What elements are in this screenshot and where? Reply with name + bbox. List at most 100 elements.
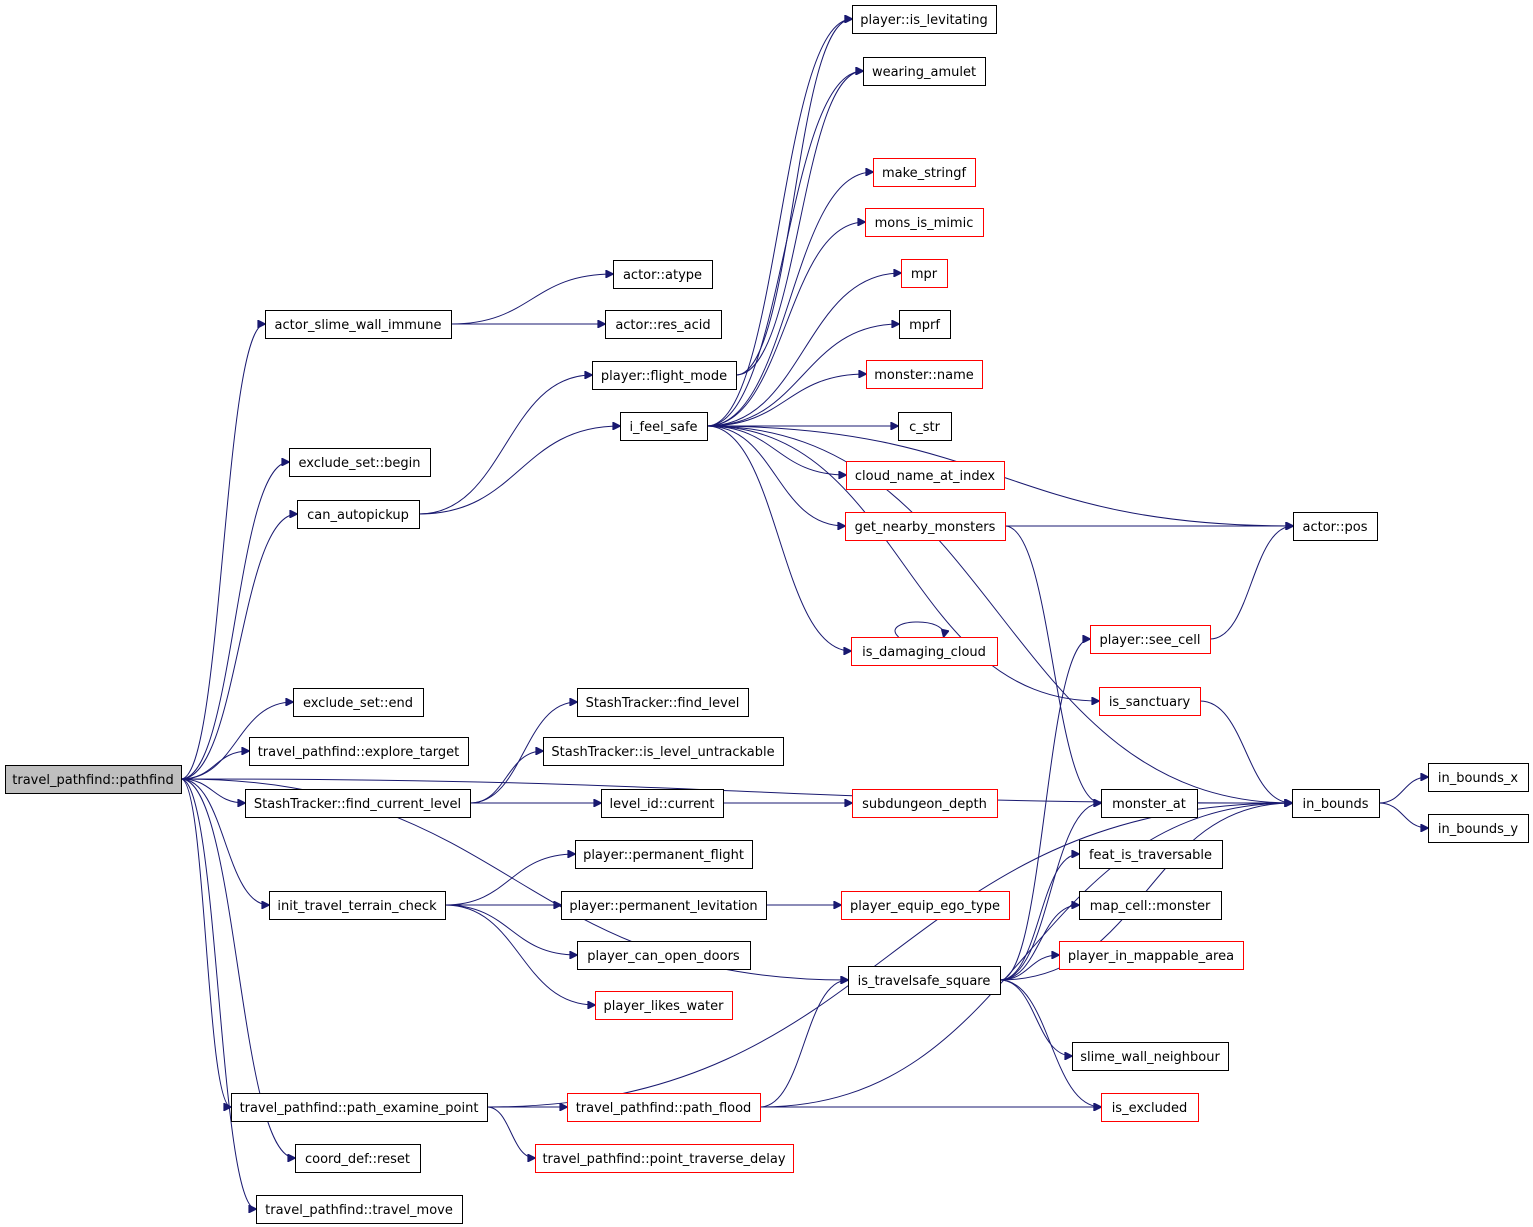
edge-n40-to-n43	[999, 979, 1072, 1056]
node-box	[605, 310, 722, 339]
node-box	[1072, 1042, 1229, 1071]
node-box	[1090, 625, 1211, 654]
node-mpr[interactable]: mpr	[901, 259, 948, 288]
node-is-damaging-cloud[interactable]: is_damaging_cloud	[851, 637, 998, 666]
node-travel-pathfind-pathfind[interactable]: travel_pathfind::pathfind	[5, 765, 182, 794]
node-label: player_likes_water	[604, 999, 725, 1014]
node-actor-res-acid[interactable]: actor::res_acid	[605, 310, 722, 339]
node-in-bounds[interactable]: in_bounds	[1292, 789, 1380, 818]
node-box	[249, 737, 469, 766]
edge-n40-to-n38	[999, 905, 1079, 981]
node-box	[852, 5, 997, 34]
node-is-sanctuary[interactable]: is_sanctuary	[1099, 687, 1201, 716]
node-player-permanent-flight[interactable]: player::permanent_flight	[575, 840, 753, 869]
node-slime-wall-neighbour[interactable]: slime_wall_neighbour	[1072, 1042, 1229, 1071]
node-actor-atype[interactable]: actor::atype	[613, 260, 713, 289]
node-in-bounds-x[interactable]: in_bounds_x	[1428, 763, 1529, 792]
node-label: map_cell::monster	[1090, 899, 1211, 914]
node-travel-pathfind-explore-target[interactable]: travel_pathfind::explore_target	[249, 737, 469, 766]
node-get-nearby-monsters[interactable]: get_nearby_monsters	[845, 512, 1006, 541]
edge-n40-to-n29	[999, 803, 1101, 981]
node-label: level_id::current	[610, 797, 715, 812]
node-box	[1428, 763, 1529, 792]
edges	[180, 19, 1428, 1209]
node-player-in-mappable-area[interactable]: player_in_mappable_area	[1059, 941, 1244, 970]
edge-n0-to-n5	[180, 514, 297, 780]
edge-n0-to-n44	[180, 778, 231, 1107]
node-box	[577, 941, 751, 970]
node-label: travel_pathfind::point_traverse_delay	[542, 1152, 785, 1167]
node-label: travel_pathfind::explore_target	[258, 745, 460, 760]
node-label: travel_pathfind::pathfind	[12, 773, 173, 788]
edge-n19-to-n19	[894, 621, 944, 637]
node-travel-pathfind-travel-move[interactable]: travel_pathfind::travel_move	[256, 1195, 463, 1224]
node-player-see-cell[interactable]: player::see_cell	[1090, 625, 1211, 654]
node-c-str[interactable]: c_str	[898, 412, 952, 441]
edge-n26-to-n25	[469, 751, 543, 804]
edge-n7-to-n11	[706, 222, 865, 427]
node-player-equip-ego-type[interactable]: player_equip_ego_type	[841, 891, 1010, 920]
node-map-cell-monster[interactable]: map_cell::monster	[1079, 891, 1222, 920]
edge-n20-to-n18	[1209, 526, 1293, 640]
node-box	[620, 412, 708, 441]
node-level-id-current[interactable]: level_id::current	[601, 789, 724, 818]
node-label: StashTracker::find_level	[586, 696, 740, 711]
node-i-feel-safe[interactable]: i_feel_safe	[620, 412, 708, 441]
node-stashtracker-find-level[interactable]: StashTracker::find_level	[577, 688, 749, 717]
node-is-excluded[interactable]: is_excluded	[1101, 1093, 1199, 1122]
node-box	[269, 891, 446, 920]
node-monster-name[interactable]: monster::name	[866, 360, 983, 389]
node-label: StashTracker::find_current_level	[254, 797, 461, 812]
node-stashtracker-find-current-level[interactable]: StashTracker::find_current_level	[245, 789, 471, 818]
edge-n7-to-n19	[706, 425, 851, 651]
node-mons-is-mimic[interactable]: mons_is_mimic	[865, 208, 984, 237]
node-player-likes-water[interactable]: player_likes_water	[595, 991, 733, 1020]
node-travel-pathfind-path-examine-point[interactable]: travel_pathfind::path_examine_point	[231, 1093, 488, 1122]
node-box	[848, 966, 1001, 995]
node-player-permanent-levitation[interactable]: player::permanent_levitation	[561, 891, 767, 920]
node-stashtracker-is-level-untrackable[interactable]: StashTracker::is_level_untrackable	[543, 737, 784, 766]
node-wearing-amulet[interactable]: wearing_amulet	[863, 57, 986, 86]
node-can-autopickup[interactable]: can_autopickup	[297, 500, 420, 529]
node-cloud-name-at-index[interactable]: cloud_name_at_index	[846, 461, 1005, 490]
edge-n5-to-n7	[418, 426, 620, 515]
node-player-flight-mode[interactable]: player::flight_mode	[592, 361, 737, 390]
node-label: monster_at	[1112, 797, 1186, 812]
node-travel-pathfind-path-flood[interactable]: travel_pathfind::path_flood	[567, 1093, 761, 1122]
node-mprf[interactable]: mprf	[899, 310, 951, 339]
edge-n7-to-n14	[706, 374, 866, 427]
node-travel-pathfind-point-traverse-delay[interactable]: travel_pathfind::point_traverse_delay	[535, 1144, 794, 1173]
node-is-travelsafe-square[interactable]: is_travelsafe_square	[848, 966, 1001, 995]
node-make-stringf[interactable]: make_stringf	[873, 158, 976, 187]
node-box	[873, 158, 976, 187]
node-box	[1101, 1093, 1199, 1122]
node-monster-at[interactable]: monster_at	[1101, 789, 1198, 818]
node-box	[851, 637, 998, 666]
node-box	[295, 1144, 421, 1173]
node-exclude-set-end[interactable]: exclude_set::end	[293, 688, 424, 717]
node-label: actor::atype	[623, 268, 702, 283]
node-label: i_feel_safe	[629, 420, 697, 435]
node-box	[613, 260, 713, 289]
node-in-bounds-y[interactable]: in_bounds_y	[1428, 814, 1529, 843]
node-feat-is-traversable[interactable]: feat_is_traversable	[1079, 840, 1223, 869]
edge-n45-to-n40	[759, 980, 848, 1108]
node-box	[898, 412, 952, 441]
node-box	[561, 891, 767, 920]
node-actor-pos[interactable]: actor::pos	[1293, 512, 1378, 541]
node-init-travel-terrain-check[interactable]: init_travel_terrain_check	[269, 891, 446, 920]
node-label: actor::res_acid	[615, 318, 710, 333]
node-actor-slime-wall-immune[interactable]: actor_slime_wall_immune	[265, 310, 452, 339]
node-player-can-open-doors[interactable]: player_can_open_doors	[577, 941, 751, 970]
node-label: is_sanctuary	[1109, 695, 1191, 710]
node-coord-def-reset[interactable]: coord_def::reset	[295, 1144, 421, 1173]
node-label: subdungeon_depth	[862, 797, 987, 812]
edge-n7-to-n30	[706, 425, 1292, 803]
node-box	[1079, 891, 1222, 920]
edge-n30-to-n32	[1378, 802, 1428, 828]
node-subdungeon-depth[interactable]: subdungeon_depth	[852, 789, 998, 818]
node-exclude-set-begin[interactable]: exclude_set::begin	[289, 448, 431, 477]
node-player-is-levitating[interactable]: player::is_levitating	[852, 5, 997, 34]
node-label: actor_slime_wall_immune	[275, 318, 442, 333]
